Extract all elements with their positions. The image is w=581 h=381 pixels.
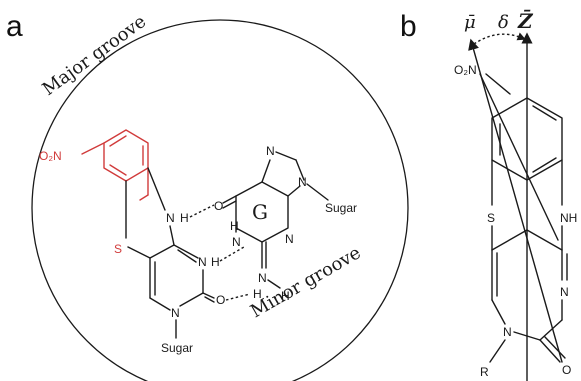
h-low: H	[253, 287, 262, 301]
panel-b-sulfur: S	[487, 211, 495, 225]
panel-b-n-bottom: N	[503, 325, 512, 339]
panel-b-nitro-bond	[485, 73, 511, 95]
ring-h-mid: H	[211, 255, 220, 269]
ring-n-mid: N	[198, 255, 207, 269]
guanine-h1: H	[230, 219, 239, 233]
panel-a: a Major groove Minor groove O₂N S N H	[6, 10, 409, 381]
delta-angle-label: δ	[498, 12, 509, 33]
major-groove-label: Major groove	[39, 11, 150, 100]
panel-b-o: O	[562, 363, 571, 377]
panel-b-n-right: N	[560, 285, 569, 299]
panel-b-nitro-label: O₂N	[454, 63, 477, 77]
dna-helix-circle	[31, 19, 409, 381]
carbonyl-o-low: O	[216, 293, 225, 307]
nitro-group-label: O₂N	[39, 149, 62, 163]
panel-b-pyrimidinone-ring: N N O R	[480, 249, 571, 379]
mu-dipole-arrow	[468, 38, 563, 363]
panel-b-r: R	[480, 365, 489, 379]
guanine-o: O	[214, 199, 223, 213]
guanine-n3: N	[285, 232, 294, 246]
nh2-h2: H	[281, 289, 290, 303]
guanine-sugar-label: Sugar	[325, 201, 357, 215]
guanine-n1: N	[232, 235, 241, 249]
guanine-n9: N	[298, 175, 307, 189]
guanine-g-label: G	[252, 200, 268, 224]
panel-b-nh: NH	[560, 211, 577, 225]
ring-n-sugar: N	[171, 306, 180, 320]
panel-b-diagonal-line	[479, 73, 559, 241]
nh-top-h: H	[180, 211, 189, 225]
nitro-benzene-ring: O₂N	[39, 129, 149, 182]
delta-angle-arc	[473, 32, 526, 45]
nh2-n: N	[258, 271, 267, 285]
guanine-base: O N H N N H G N N Sugar	[214, 144, 357, 303]
hydrogen-bonds: H	[189, 204, 262, 301]
sugar-bottom-label: Sugar	[161, 341, 193, 355]
thiazine-ring: S N H	[114, 167, 189, 259]
panel-b-label: b	[400, 10, 417, 43]
panel-a-label: a	[6, 10, 23, 43]
z-axis-label: Z̄	[517, 8, 534, 33]
panel-b: b μ̄ δ Z̄ O₂N S NH	[400, 8, 577, 381]
nh-top-n: N	[166, 211, 175, 225]
guanine-n7: N	[266, 144, 275, 158]
pyrimidinone-ring: N H O N Sugar	[149, 244, 225, 355]
sulfur-atom: S	[114, 242, 122, 256]
panel-b-thiazine-ring: S NH	[487, 159, 577, 251]
mu-vector-label: μ̄	[464, 12, 476, 33]
